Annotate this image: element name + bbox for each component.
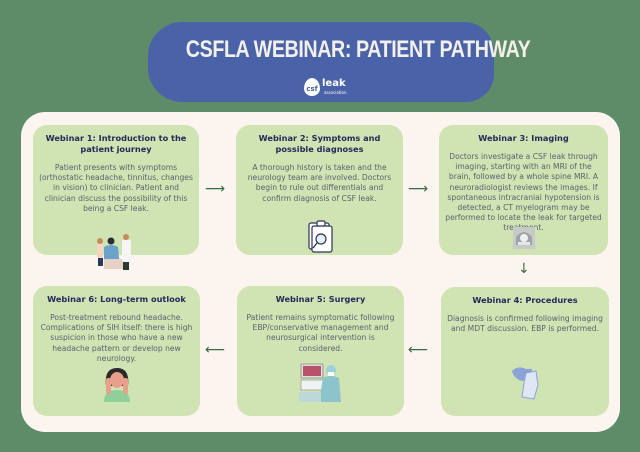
card-body: Post-treatment rebound headache. Complic… bbox=[40, 313, 193, 363]
csf-leak-logo: csf leak association bbox=[292, 72, 352, 98]
arrow-left-icon: ⟵ bbox=[408, 342, 429, 358]
webinar-card-4: Webinar 4: Procedures Diagnosis is confi… bbox=[441, 287, 609, 416]
patient-doctor-consultation-icon bbox=[97, 234, 131, 270]
surgeon-monitor-icon bbox=[298, 363, 341, 402]
logo-subtitle: association bbox=[324, 90, 347, 95]
card-title: Webinar 6: Long-term outlook bbox=[47, 294, 186, 304]
card-title: Webinar 1: Introduction to the patient j… bbox=[45, 133, 187, 154]
gloved-hands-icon bbox=[512, 367, 539, 400]
webinar-card-3: Webinar 3: Imaging Doctors investigate a… bbox=[439, 125, 608, 255]
webinar-card-1: Webinar 1: Introduction to the patient j… bbox=[33, 125, 199, 270]
card-title: Webinar 5: Surgery bbox=[275, 294, 366, 304]
card-body: Patient remains symptomatic following EB… bbox=[246, 313, 395, 353]
card-body: A thorough history is taken and the neur… bbox=[247, 163, 392, 203]
clipboard-magnifier-icon bbox=[307, 220, 333, 253]
card-title: Webinar 3: Imaging bbox=[478, 133, 569, 143]
card-body: Patient presents with symptoms (orthosta… bbox=[39, 163, 193, 213]
title-banner: CSFLA WEBINAR: PATIENT PATHWAY csf leak … bbox=[148, 22, 531, 102]
arrow-right-icon: ⟶ bbox=[408, 181, 429, 197]
webinar-card-5: Webinar 5: Surgery Patient remains sympt… bbox=[237, 286, 404, 416]
arrow-left-icon: ⟵ bbox=[205, 342, 226, 358]
page-title: CSFLA WEBINAR: PATIENT PATHWAY bbox=[185, 36, 531, 63]
webinar-card-2: Webinar 2: Symptoms and possible diagnos… bbox=[236, 125, 403, 255]
arrow-right-icon: ⟶ bbox=[205, 181, 226, 197]
card-body: Doctors investigate a CSF leak through i… bbox=[445, 152, 602, 232]
mri-scanner-icon bbox=[512, 227, 535, 249]
card-body: Diagnosis is confirmed following imaging… bbox=[447, 314, 603, 334]
webinar-card-6: Webinar 6: Long-term outlook Post-treatm… bbox=[33, 286, 200, 416]
woman-headache-icon bbox=[103, 368, 130, 402]
card-title: Webinar 4: Procedures bbox=[472, 295, 578, 305]
droplet-icon: csf bbox=[304, 78, 320, 96]
card-title: Webinar 2: Symptoms and possible diagnos… bbox=[258, 133, 381, 154]
logo-wordmark: leak bbox=[322, 78, 346, 89]
arrow-down-icon: ↓ bbox=[518, 261, 530, 277]
